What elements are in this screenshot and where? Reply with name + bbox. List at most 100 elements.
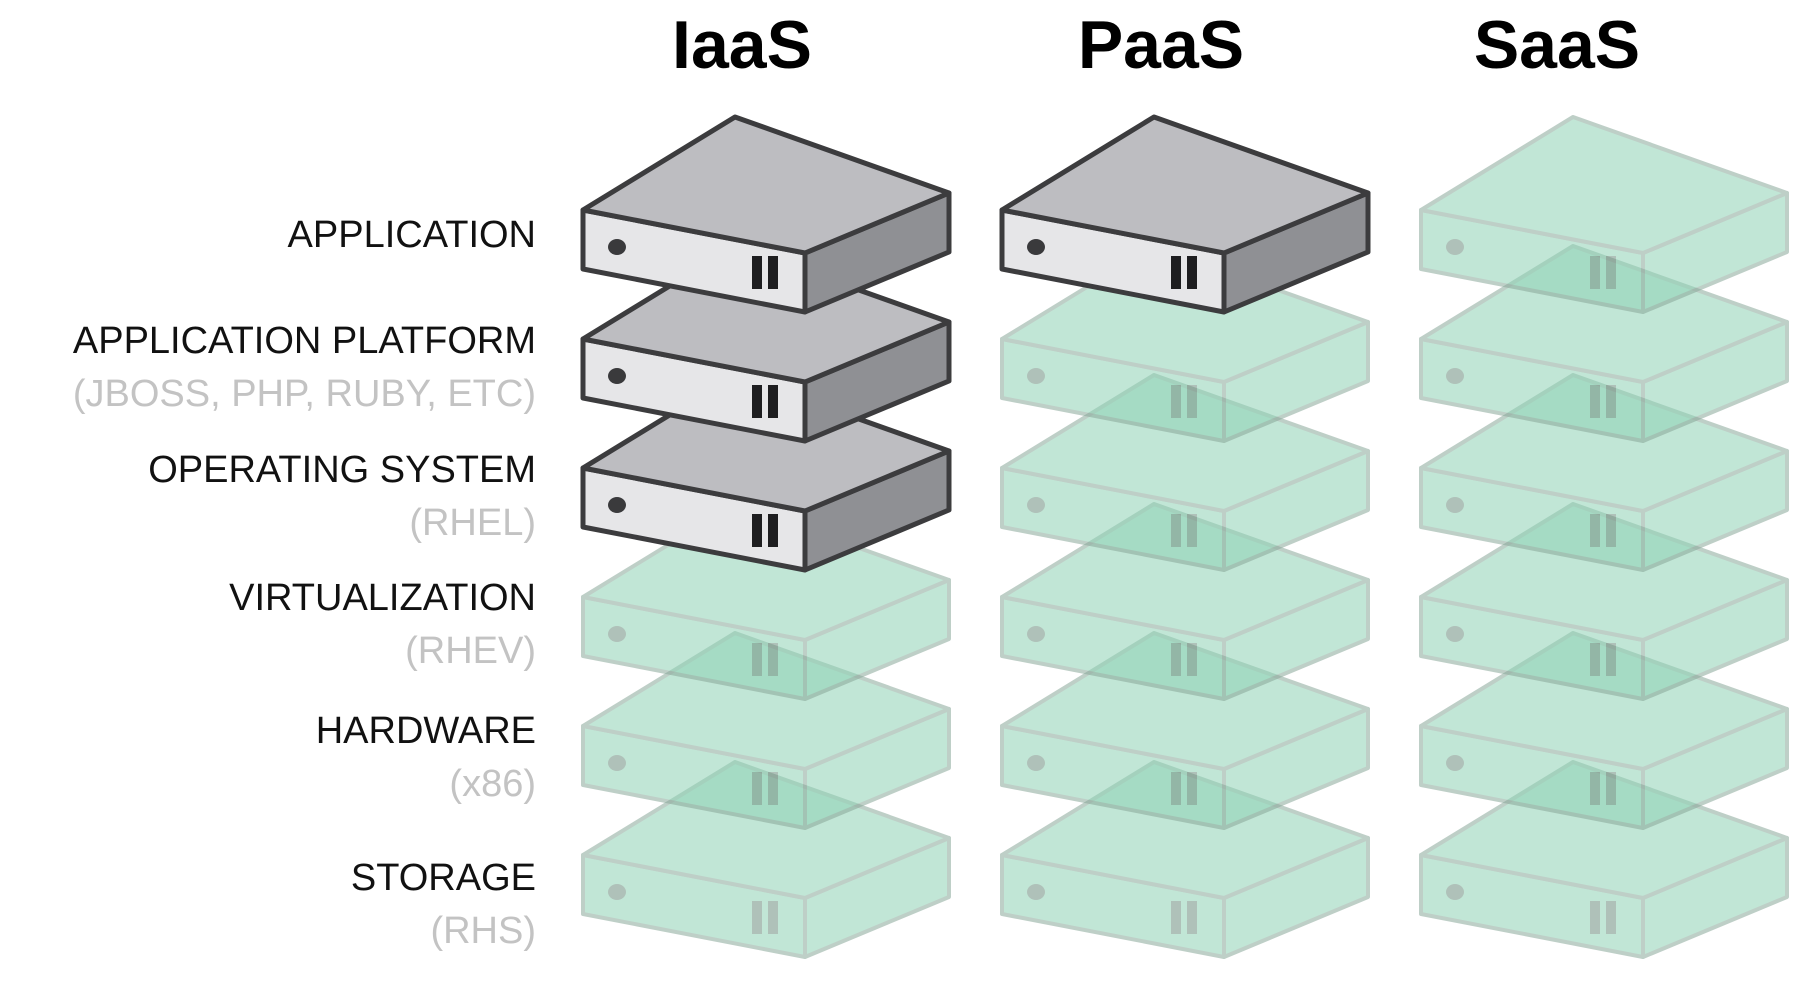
server-paas-0	[999, 114, 1371, 315]
drive-bay-icon	[752, 256, 762, 289]
power-led-icon	[1027, 239, 1045, 255]
layer-label-5: STORAGE	[351, 857, 536, 899]
power-led-icon	[1446, 497, 1464, 513]
power-led-icon	[1446, 239, 1464, 255]
power-led-icon	[1446, 626, 1464, 642]
power-led-icon	[608, 497, 626, 513]
power-led-icon	[1027, 368, 1045, 384]
drive-bay-icon	[1606, 256, 1616, 289]
column-titles: IaaS PaaS SaaS	[672, 7, 1640, 83]
server-saas-0	[1419, 115, 1789, 314]
power-led-icon	[1027, 626, 1045, 642]
drive-bay-icon	[1187, 772, 1197, 805]
server-paas-3	[1000, 502, 1370, 701]
drive-bay-icon	[768, 643, 778, 676]
layer-sublabel-5: (RHS)	[430, 910, 536, 952]
drive-bay-icon	[1171, 256, 1181, 289]
server-saas-1	[1419, 244, 1789, 443]
drive-bay-icon	[768, 901, 778, 934]
server-top-face	[1419, 244, 1789, 384]
layer-label-1: APPLICATION PLATFORM	[73, 320, 536, 362]
server-paas-1	[1000, 244, 1370, 443]
server-top-face	[581, 760, 951, 900]
drive-bay-icon	[1171, 901, 1181, 934]
server-iaas-5	[581, 760, 951, 959]
power-led-icon	[608, 239, 626, 255]
power-led-icon	[1446, 884, 1464, 900]
column-title-paas: PaaS	[1078, 7, 1244, 83]
server-top-face	[999, 114, 1371, 256]
drive-bay-icon	[768, 514, 778, 547]
server-top-face	[581, 502, 951, 642]
layer-sublabel-2: (RHEL)	[409, 502, 536, 544]
server-top-face	[1419, 502, 1789, 642]
drive-bay-icon	[752, 514, 762, 547]
drive-bay-icon	[768, 385, 778, 418]
server-top-face	[580, 114, 952, 256]
drive-bay-icon	[1606, 385, 1616, 418]
server-saas-3	[1419, 502, 1789, 701]
drive-bay-icon	[1590, 643, 1600, 676]
drive-bay-icon	[1187, 901, 1197, 934]
drive-bay-icon	[1590, 901, 1600, 934]
drive-bay-icon	[1606, 643, 1616, 676]
server-top-face	[1419, 760, 1789, 900]
drive-bay-icon	[1187, 385, 1197, 418]
server-top-face	[580, 243, 952, 385]
server-top-face	[1000, 502, 1370, 642]
layer-sublabel-1: (JBOSS, PHP, RUBY, ETC)	[73, 373, 536, 415]
layer-label-4: HARDWARE	[316, 710, 536, 752]
column-title-saas: SaaS	[1474, 7, 1640, 83]
server-stacks	[580, 114, 1789, 959]
drive-bay-icon	[1590, 772, 1600, 805]
drive-bay-icon	[1590, 514, 1600, 547]
server-top-face	[1419, 631, 1789, 771]
power-led-icon	[608, 884, 626, 900]
layer-label-2: OPERATING SYSTEM	[148, 449, 536, 491]
server-top-face	[1000, 244, 1370, 384]
layer-label-3: VIRTUALIZATION	[229, 577, 536, 619]
server-saas-5	[1419, 760, 1789, 959]
power-led-icon	[1446, 368, 1464, 384]
drive-bay-icon	[1606, 514, 1616, 547]
layer-sublabel-4: (x86)	[449, 763, 536, 805]
stack-saas	[1419, 115, 1789, 959]
server-iaas-1	[580, 243, 952, 444]
power-led-icon	[608, 626, 626, 642]
drive-bay-icon	[1590, 385, 1600, 418]
server-top-face	[1000, 373, 1370, 513]
power-led-icon	[1446, 755, 1464, 771]
drive-bay-icon	[1590, 256, 1600, 289]
drive-bay-icon	[752, 772, 762, 805]
drive-bay-icon	[768, 772, 778, 805]
drive-bay-icon	[752, 385, 762, 418]
server-saas-2	[1419, 373, 1789, 572]
server-saas-4	[1419, 631, 1789, 830]
server-top-face	[1000, 760, 1370, 900]
server-paas-5	[1000, 760, 1370, 959]
drive-bay-icon	[1606, 901, 1616, 934]
drive-bay-icon	[1171, 643, 1181, 676]
power-led-icon	[1027, 755, 1045, 771]
layer-sublabel-3: (RHEV)	[405, 630, 536, 672]
server-top-face	[581, 631, 951, 771]
drive-bay-icon	[1171, 514, 1181, 547]
layer-labels: APPLICATION APPLICATION PLATFORM (JBOSS, P…	[73, 214, 536, 952]
stack-iaas	[580, 114, 952, 959]
server-top-face	[1000, 631, 1370, 771]
drive-bay-icon	[1171, 772, 1181, 805]
server-top-face	[580, 372, 952, 514]
server-paas-4	[1000, 631, 1370, 830]
layer-label-0: APPLICATION	[288, 214, 536, 256]
server-iaas-0	[580, 114, 952, 315]
drive-bay-icon	[1171, 385, 1181, 418]
drive-bay-icon	[1606, 772, 1616, 805]
server-top-face	[1419, 373, 1789, 513]
server-iaas-4	[581, 631, 951, 830]
drive-bay-icon	[1187, 256, 1197, 289]
drive-bay-icon	[1187, 514, 1197, 547]
column-title-iaas: IaaS	[672, 7, 812, 83]
server-iaas-3	[581, 502, 951, 701]
server-top-face	[1419, 115, 1789, 255]
